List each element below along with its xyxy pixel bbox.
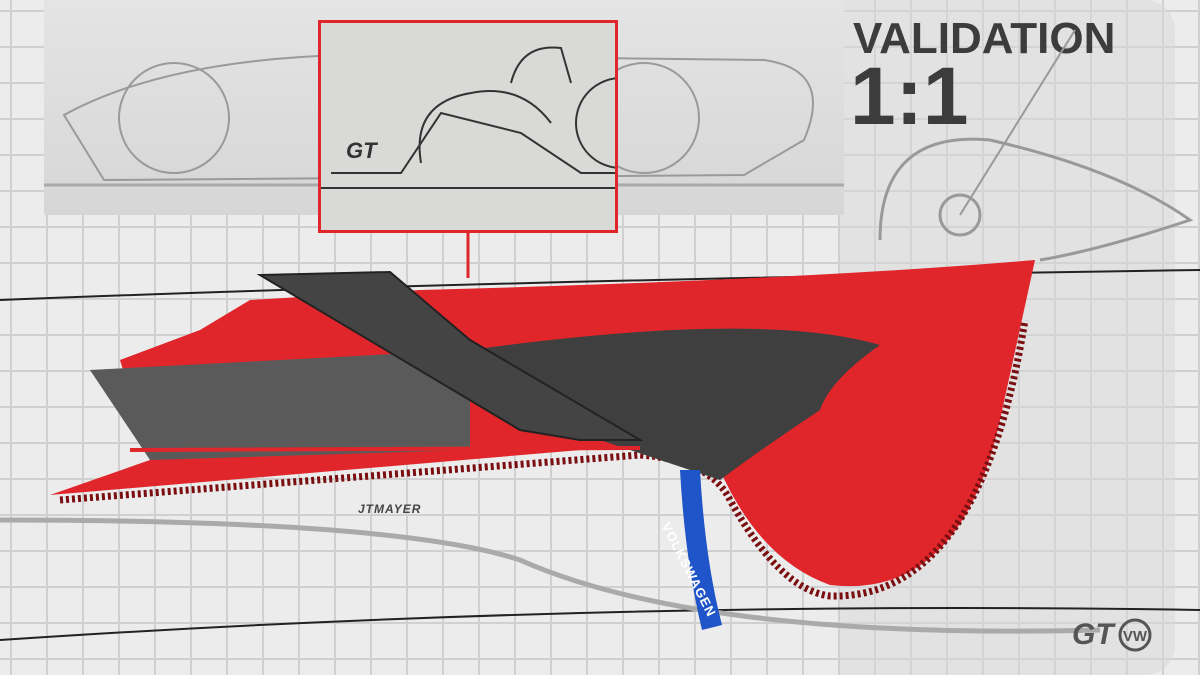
carbon-floor	[90, 350, 470, 460]
svg-text:VW: VW	[1123, 628, 1148, 645]
gt-logo-inset: GT	[346, 138, 378, 163]
inset-cockpit-sketch: GT	[321, 46, 615, 189]
vw-logo: VW	[1118, 618, 1152, 652]
detail-inset: GT	[318, 20, 618, 233]
carbon-inlet	[470, 328, 880, 480]
gt-logo: GT	[1072, 618, 1114, 651]
page-title: VALIDATION	[853, 14, 1116, 63]
scale-label: 1:1	[850, 51, 969, 142]
artist-signature: JTMAYER	[358, 502, 422, 516]
brand-logos: GT VW	[1072, 618, 1152, 652]
carbon-fin	[256, 270, 644, 441]
volkswagen-strap	[680, 470, 722, 630]
